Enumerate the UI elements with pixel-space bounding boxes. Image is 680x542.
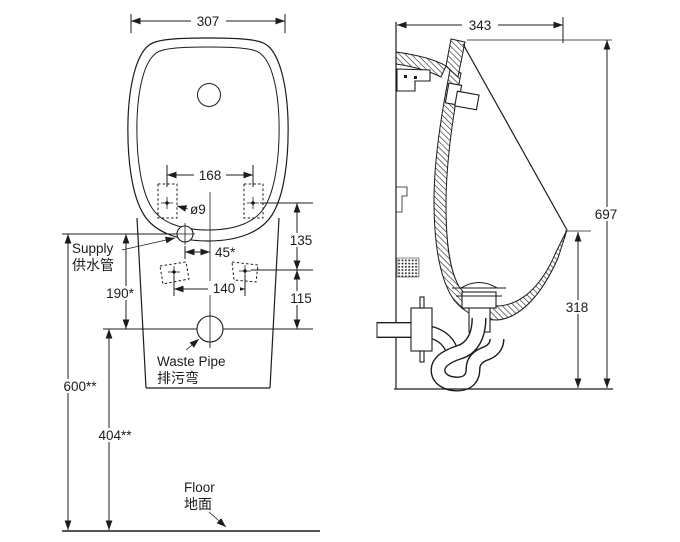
dimension-supply-offset: 45* [184,245,236,260]
dim-404-label: 404** [98,428,132,443]
supply-connection: Supply 供水管 [62,223,195,273]
dimension-hole-spacing-upper: 168 [166,165,254,187]
dimension-hole-spacing-lower: 140 [173,275,246,296]
pedestal-left-edge [136,217,147,389]
front-view: 168 307 ø9 Supply 供水管 45* [58,14,320,532]
valve-stem-bottom [419,350,425,363]
supply-label-en: Supply [72,241,114,256]
lower-fixing-holes [159,261,259,285]
top-lip-section-hatched [395,51,447,78]
dim-600-label: 600** [63,379,97,394]
dim-45-label: 45* [215,245,236,260]
hole-center-marker [161,197,173,209]
dim-115-label: 115 [290,291,312,306]
wall-outlet-pipe [376,322,413,338]
lower-fixing-hole-right [231,261,259,283]
dim-190-label: 190* [106,286,135,301]
hanger-bracket [396,68,431,92]
supply-leader [121,236,176,251]
dimension-supply-to-waste: 190* [101,234,139,329]
side-view: 343 697 318 [376,17,624,392]
valve-stem-top [419,296,425,309]
upper-fixing-hole-left [157,183,178,219]
spreader-inlet-hole [197,83,221,107]
dim-318-label: 318 [566,300,589,315]
p-trap [376,296,505,392]
dimension-waste-height: 404** [93,329,136,530]
lower-fixing-hole-left [159,261,190,285]
pedestal-right-edge [269,217,280,389]
dim-135-label: 135 [290,233,313,248]
dimension-rim-to-floor: 318 [560,230,595,388]
dim-168-label: 168 [199,168,222,183]
dimension-total-height: 697 [467,39,624,388]
dimension-front-width: 307 [130,14,286,33]
dimension-depth: 343 [397,17,564,43]
dimension-supply-height: 600** [58,234,101,530]
floor-leader [208,511,227,528]
dim-697-label: 697 [595,207,618,222]
urinal-front-inner-rim [136,46,280,231]
dimension-upper-to-lower-hole: 135 [251,202,315,271]
dim-140-label: 140 [213,281,236,296]
waste-outlet: Waste Pipe 排污弯 [103,313,313,386]
front-rim-profile-line [462,43,568,231]
urinal-front-outer-outline [127,37,289,242]
hole-diameter-callout: ø9 [176,202,206,217]
waste-leader [185,338,200,351]
floor-label-zh: 地面 [184,496,212,512]
fixing-hardware [444,82,480,111]
supply-crosshair [175,223,195,245]
dim-343-label: 343 [469,18,492,33]
floor: Floor 地面 [62,480,320,532]
waste-label-zh: 排污弯 [157,370,199,386]
waste-label-en: Waste Pipe [157,354,226,369]
outlet-valve-body [410,307,433,352]
dimension-lower-hole-to-waste: 115 [286,270,315,329]
dim-307-label: 307 [197,14,220,29]
floor-label-en: Floor [184,480,215,495]
supply-label-zh: 供水管 [72,257,114,273]
wall-step-notch [396,186,408,213]
dim-dia9-label: ø9 [190,202,206,217]
upper-fixing-holes [157,183,264,219]
hole-center-marker [247,197,259,209]
back-peak-section-hatched [445,38,466,78]
wall-sleeve-block [396,257,420,278]
